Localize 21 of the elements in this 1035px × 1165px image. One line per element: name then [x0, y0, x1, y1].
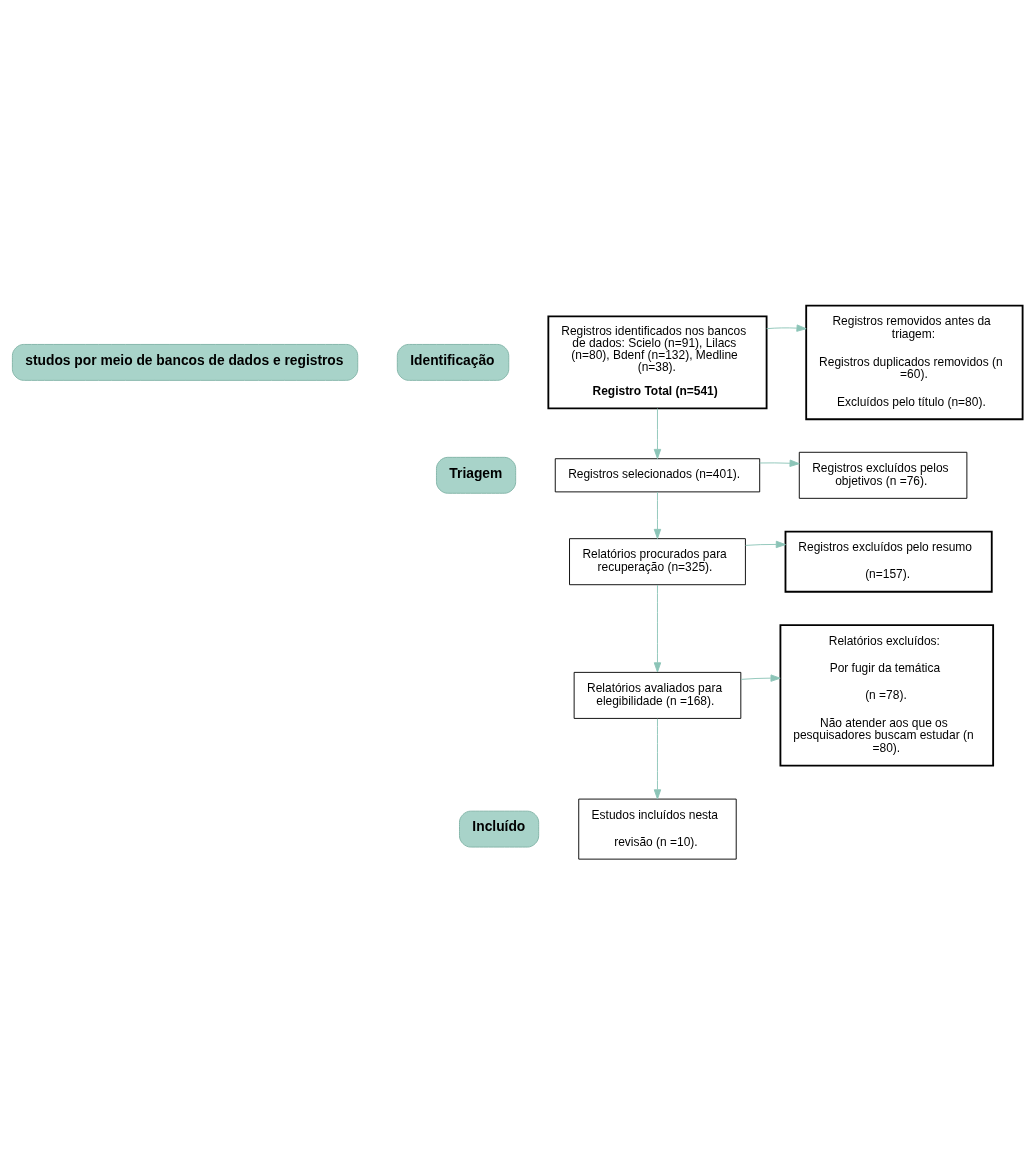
node-box: Registros selecionados (n=401).	[554, 458, 761, 493]
arrow	[766, 324, 807, 332]
arrow	[653, 491, 662, 539]
node-box: Registros removidos antes da triagem: Registros duplicados removidos (n =60). Excluídos pelo título (n=80).	[805, 304, 1024, 421]
node-box: Relatórios procurados para recuperação (n=325).	[569, 538, 746, 586]
node-box: Triagem	[436, 456, 517, 494]
arrow	[759, 459, 800, 467]
node-box: Registros excluídos pelo resumo (n=157).	[784, 530, 993, 593]
arrow	[653, 718, 662, 800]
arrow	[740, 674, 781, 682]
node-box: Relatórios avaliados para elegibilidade (n =168).	[573, 671, 742, 719]
arrow	[653, 408, 662, 460]
node-box: Incluído	[459, 810, 540, 848]
arrow	[745, 540, 786, 549]
node-box: Identificação	[396, 344, 510, 381]
node-box: studos por meio de bancos de dados e registros	[11, 344, 359, 381]
node-box: Registros identificados nos bancos de dados: Scielo (n=91), Lilacs (n=80), Bdenf (n=132), Medline (n=38). Registro Total (n=541)	[547, 315, 768, 410]
arrow	[653, 584, 662, 673]
node-box: Registros excluídos pelos objetivos (n =76).	[798, 451, 968, 499]
node-box: Relatórios excluídos: Por fugir da temática (n =78). Não atender aos que os pesquisadores buscam estudar (n =80).	[779, 624, 995, 767]
node-box: Estudos incluídos nesta revisão (n =10).	[578, 798, 737, 860]
